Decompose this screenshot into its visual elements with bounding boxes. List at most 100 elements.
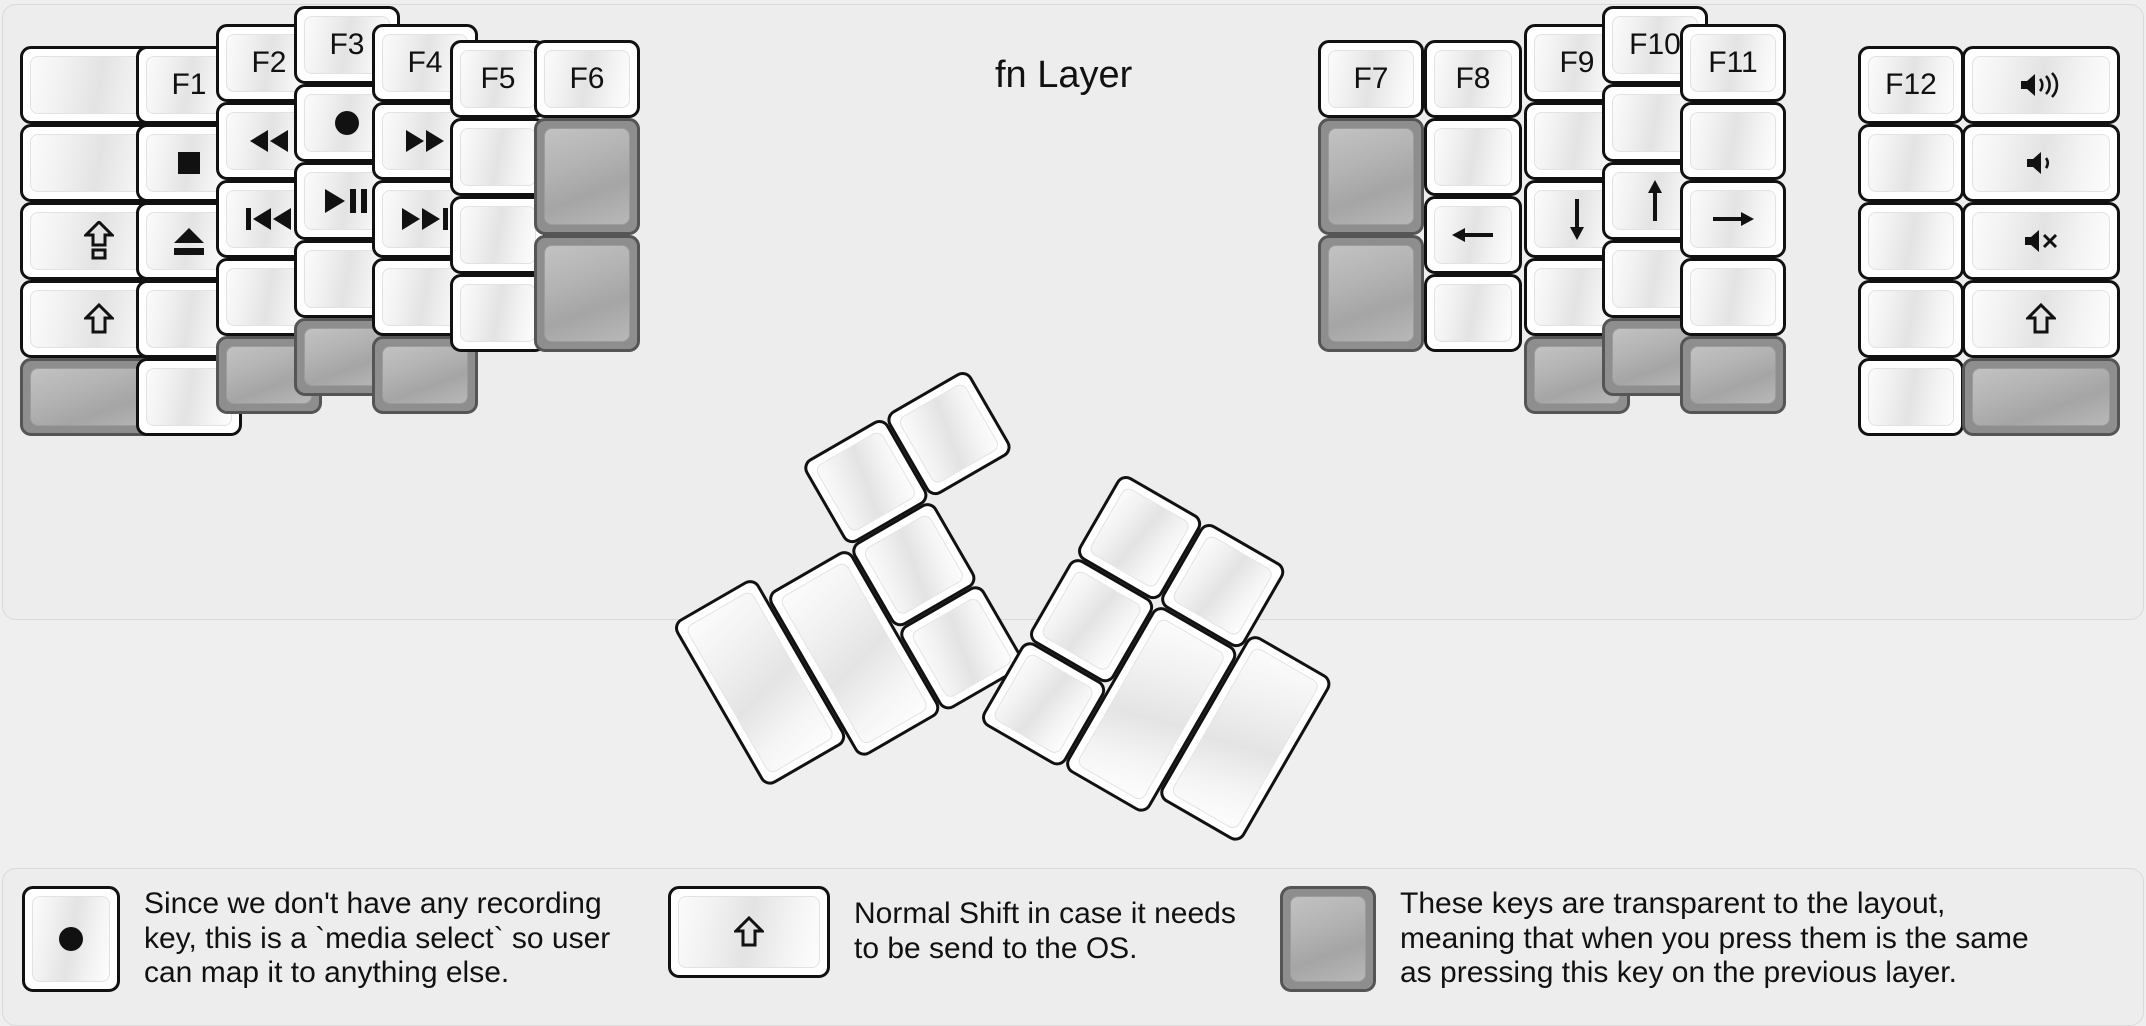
keycap-face — [1690, 112, 1776, 170]
shift-lock-icon — [84, 221, 114, 261]
legend-transparent: These keys are transparent to the layout… — [1280, 886, 2029, 992]
keycap-face — [544, 128, 630, 225]
legend-shift-sample-key — [668, 886, 830, 978]
eject-icon — [172, 226, 206, 256]
volume-up-icon — [2019, 71, 2063, 99]
right-col-ring-key-3[interactable] — [1680, 180, 1786, 258]
legend-record-keycap[interactable] — [22, 886, 120, 992]
shift-icon — [2026, 303, 2056, 335]
legend-transparent-sample-key — [1280, 886, 1376, 992]
keycap-label: F10 — [1629, 28, 1681, 61]
legend-record: Since we don't have any recording key, t… — [22, 886, 610, 992]
arrow-left-icon — [1451, 223, 1495, 247]
left-col-inner-key-3[interactable] — [534, 235, 640, 352]
right-col-inner-key-3[interactable] — [1318, 235, 1424, 352]
left-col-index-inner-key-2[interactable] — [450, 118, 546, 196]
left-col-inner-key-2[interactable] — [534, 118, 640, 235]
keycap-face — [1328, 245, 1414, 342]
keycap-label: F3 — [329, 28, 365, 61]
keycap-label: F1 — [171, 68, 207, 101]
left-col-index-inner-key-1[interactable]: F5 — [450, 40, 546, 118]
play-pause-icon — [324, 188, 370, 214]
shift-icon — [84, 303, 114, 335]
keycap-face: F5 — [460, 50, 536, 108]
right-col-inner-key-1[interactable]: F7 — [1318, 40, 1424, 118]
keycap-label: F7 — [1353, 62, 1389, 95]
keycap-face — [460, 128, 536, 186]
keycap-face — [460, 206, 536, 264]
left-col-index-key-1[interactable]: F4 — [372, 24, 478, 102]
keycap-face — [1868, 368, 1954, 426]
keycap-label: F12 — [1885, 68, 1937, 101]
keycap-face — [1690, 268, 1776, 326]
right-col-index-inner-key-4[interactable] — [1424, 274, 1522, 352]
legend-transparent-keycap[interactable] — [1280, 886, 1376, 992]
left-col-index-inner-key-4[interactable] — [450, 274, 546, 352]
keycap-face — [1434, 128, 1512, 186]
arrow-up-icon — [1643, 179, 1667, 223]
volume-mute-icon — [2023, 227, 2059, 255]
right-col-ring-key-5[interactable] — [1680, 336, 1786, 414]
keycap-label: F2 — [251, 46, 287, 79]
keycap-label: F5 — [480, 62, 516, 95]
legend-record-sample-key — [22, 886, 120, 992]
keycap-label: F4 — [407, 46, 443, 79]
record-icon — [56, 924, 86, 954]
right-col-index-inner-key-2[interactable] — [1424, 118, 1522, 196]
keycap-face — [1972, 368, 2110, 426]
legend-shift: Normal Shift in case it needs to be send… — [668, 886, 1236, 978]
right-col-pinky-key-1[interactable]: F12 — [1858, 46, 1964, 124]
keycap-face — [1328, 128, 1414, 225]
keycap-face — [1868, 212, 1954, 270]
right-col-pinky-key-5[interactable] — [1858, 358, 1964, 436]
left-col-index-inner-key-3[interactable] — [450, 196, 546, 274]
fast-forward-icon — [405, 129, 445, 153]
legend-shift-text: Normal Shift in case it needs to be send… — [854, 897, 1236, 965]
left-col-inner-key-1[interactable]: F6 — [534, 40, 640, 118]
keycap-face: F12 — [1868, 56, 1954, 114]
right-col-index-inner-key-1[interactable]: F8 — [1424, 40, 1522, 118]
previous-track-icon — [245, 207, 293, 231]
stop-icon — [176, 150, 202, 176]
keycap-face — [1868, 290, 1954, 348]
keycap-face — [1972, 56, 2110, 114]
next-track-icon — [401, 207, 449, 231]
left-col-index-key-5[interactable] — [372, 336, 478, 414]
legend-shift-keycap[interactable] — [668, 886, 830, 978]
arrow-right-icon — [1711, 207, 1755, 231]
keycap-face — [1290, 896, 1366, 982]
keycap-face: F2 — [226, 34, 312, 92]
keycap-face — [1972, 134, 2110, 192]
legend-transparent-text: These keys are transparent to the layout… — [1400, 886, 2029, 990]
keycap-face — [382, 346, 468, 404]
right-col-pinky-outer-key-1[interactable] — [1962, 46, 2120, 124]
right-col-pinky-outer-key-5[interactable] — [1962, 358, 2120, 436]
keycap-face: F6 — [544, 50, 630, 108]
right-col-index-inner-key-3[interactable] — [1424, 196, 1522, 274]
legend-panel — [2, 868, 2144, 1026]
keycap-label: F6 — [569, 62, 605, 95]
right-col-pinky-key-3[interactable] — [1858, 202, 1964, 280]
keycap-face — [678, 896, 820, 968]
keycap-face — [32, 896, 110, 982]
arrow-down-icon — [1565, 197, 1589, 241]
right-col-ring-key-4[interactable] — [1680, 258, 1786, 336]
right-col-pinky-outer-key-3[interactable] — [1962, 202, 2120, 280]
right-col-pinky-key-2[interactable] — [1858, 124, 1964, 202]
keycap-label: F8 — [1455, 62, 1491, 95]
keycap-face — [1972, 212, 2110, 270]
right-col-pinky-outer-key-4[interactable] — [1962, 280, 2120, 358]
right-col-inner-key-2[interactable] — [1318, 118, 1424, 235]
keycap-face: F11 — [1690, 34, 1776, 92]
keycap-face — [1434, 284, 1512, 342]
right-col-pinky-key-4[interactable] — [1858, 280, 1964, 358]
keycap-face — [1868, 134, 1954, 192]
right-col-ring-key-2[interactable] — [1680, 102, 1786, 180]
keycap-face — [1690, 346, 1776, 404]
right-col-ring-key-1[interactable]: F11 — [1680, 24, 1786, 102]
keycap-face — [1690, 190, 1776, 248]
shift-icon — [734, 916, 764, 948]
keycap-face: F7 — [1328, 50, 1414, 108]
right-col-pinky-outer-key-2[interactable] — [1962, 124, 2120, 202]
